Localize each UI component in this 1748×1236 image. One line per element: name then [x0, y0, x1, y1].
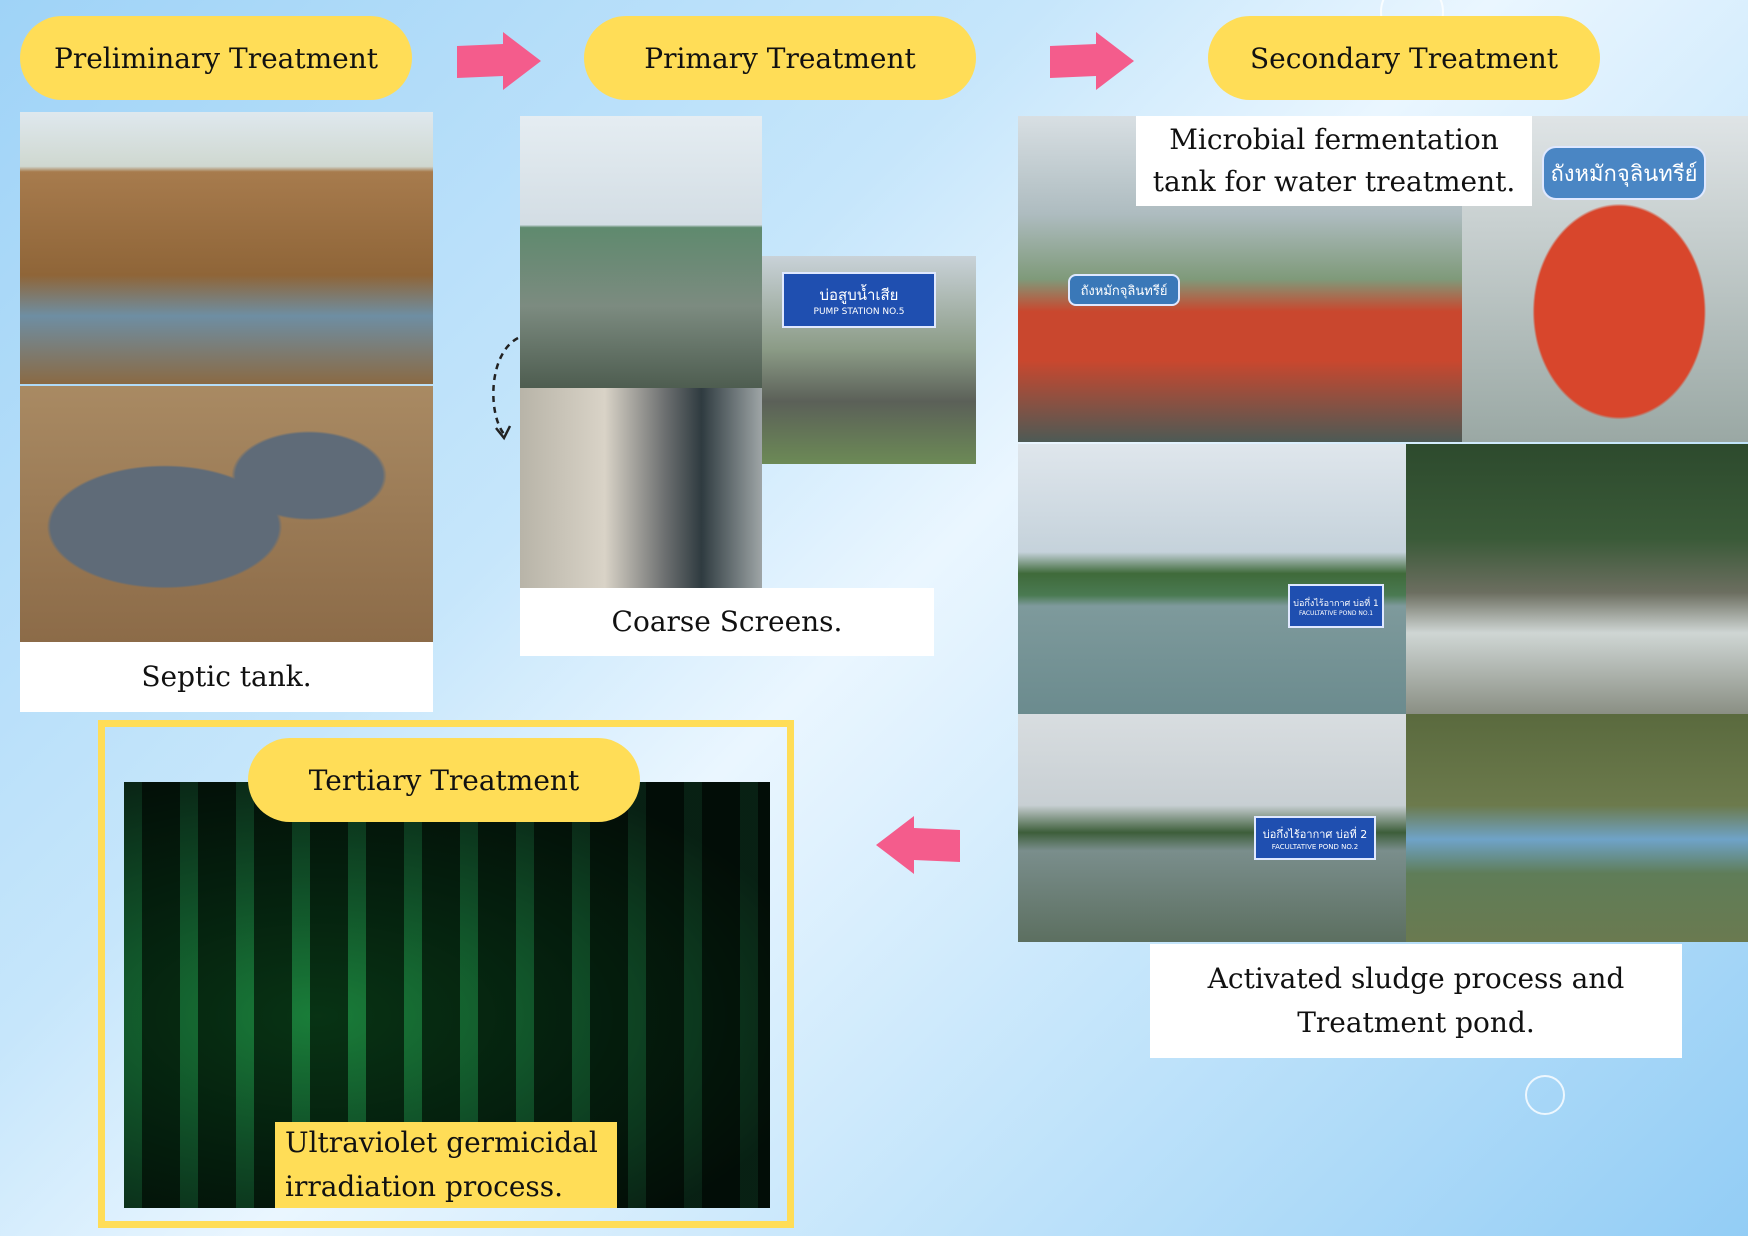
photo-septic-tanks	[20, 386, 433, 642]
sign-fermentation-tank: ถังหมักจุลินทรีย์	[1542, 146, 1706, 200]
caption-text: Activated sludge process and Treatment p…	[1207, 962, 1625, 1039]
stage-title-text: Preliminary Treatment	[53, 41, 379, 75]
sign-english-text: PUMP STATION NO.5	[813, 307, 905, 317]
photo-pump-station: บ่อสูบน้ำเสีย PUMP STATION NO.5	[762, 256, 976, 464]
sign-facultative-pond-1: บ่อกึ่งไร้อากาศ บ่อที่ 1 FACULTATIVE PON…	[1288, 584, 1384, 628]
stage-title-preliminary: Preliminary Treatment	[20, 16, 412, 100]
dashed-curved-arrow-icon	[492, 336, 519, 441]
sign-english-text: FACULTATIVE POND NO.2	[1271, 843, 1359, 851]
bubble-decoration	[1525, 1075, 1565, 1115]
stage-title-text: Secondary Treatment	[1249, 41, 1559, 75]
photo-facultative-pond-2: บ่อกึ่งไร้อากาศ บ่อที่ 2 FACULTATIVE PON…	[1018, 714, 1406, 942]
sign-thai-text: บ่อกึ่งไร้อากาศ บ่อที่ 2	[1262, 828, 1368, 841]
caption-text: Ultraviolet germicidal irradiation proce…	[285, 1126, 598, 1203]
stage-title-secondary: Secondary Treatment	[1208, 16, 1600, 100]
sign-thai-text: บ่อกึ่งไร้อากาศ บ่อที่ 1	[1293, 598, 1379, 609]
caption-activated-sludge: Activated sludge process and Treatment p…	[1150, 944, 1682, 1058]
arrow-right-icon	[1050, 32, 1134, 90]
photo-excavator-septic-tank	[20, 112, 433, 384]
stage-title-text: Tertiary Treatment	[308, 763, 580, 797]
sign-thai-text: ถังหมักจุลินทรีย์	[1080, 283, 1168, 299]
caption-text: Coarse Screens.	[611, 605, 843, 638]
sign-fermentation-tank-small: ถังหมักจุลินทรีย์	[1068, 274, 1180, 306]
arrow-left-icon	[876, 816, 960, 874]
photo-aerator-spray	[1406, 444, 1748, 714]
photo-aerator-floats	[1406, 714, 1748, 942]
sign-thai-text: ถังหมักจุลินทรีย์	[1550, 161, 1698, 187]
caption-text: Septic tank.	[141, 660, 312, 693]
sign-english-text: FACULTATIVE POND NO.1	[1298, 609, 1374, 617]
tertiary-frame	[98, 720, 794, 1228]
photo-screen-structure	[520, 116, 762, 388]
stage-title-text: Primary Treatment	[644, 41, 916, 75]
stage-title-primary: Primary Treatment	[584, 16, 976, 100]
arrow-right-icon	[457, 32, 541, 90]
stage-title-tertiary: Tertiary Treatment	[248, 738, 640, 822]
caption-microbial-fermentation: Microbial fermentation tank for water tr…	[1136, 116, 1532, 206]
photo-facultative-pond-1: บ่อกึ่งไร้อากาศ บ่อที่ 1 FACULTATIVE PON…	[1018, 444, 1406, 714]
caption-uv-irradiation: Ultraviolet germicidal irradiation proce…	[275, 1122, 617, 1208]
sign-thai-text: บ่อสูบน้ำเสีย	[819, 286, 899, 304]
caption-text: Microbial fermentation tank for water tr…	[1152, 123, 1516, 198]
sign-facultative-pond-2: บ่อกึ่งไร้อากาศ บ่อที่ 2 FACULTATIVE PON…	[1254, 816, 1376, 860]
photo-coarse-screen-pit	[520, 388, 762, 588]
caption-coarse-screens: Coarse Screens.	[520, 588, 934, 656]
sign-pump-station: บ่อสูบน้ำเสีย PUMP STATION NO.5	[782, 272, 936, 328]
caption-septic-tank: Septic tank.	[20, 642, 433, 712]
